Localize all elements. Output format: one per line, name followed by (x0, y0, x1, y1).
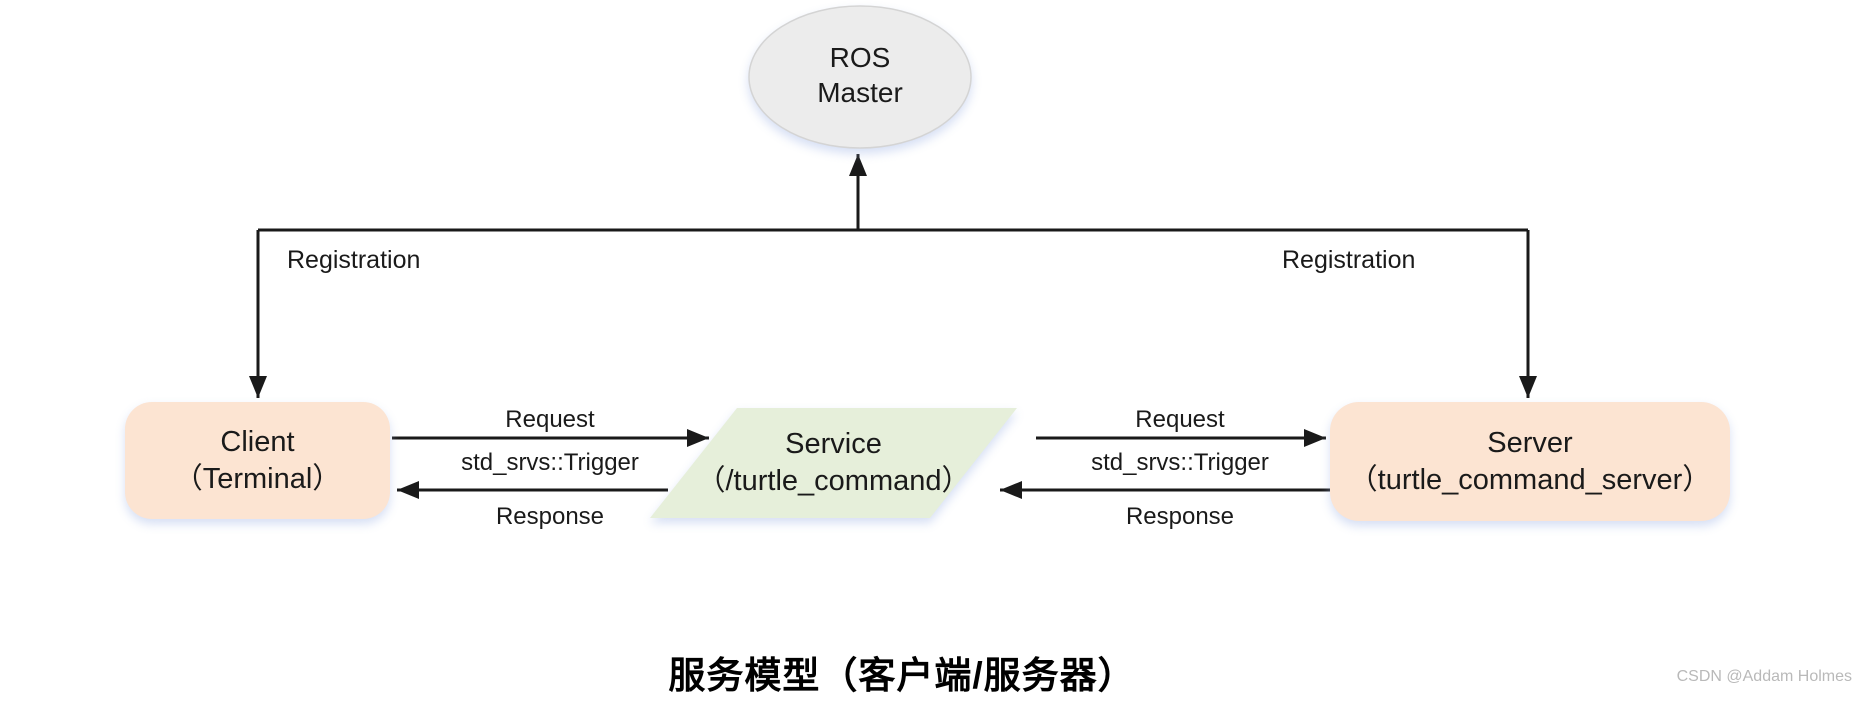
request-label-right: Request (1135, 406, 1225, 433)
service-label: Service （/turtle_command） (650, 408, 1017, 518)
response-label-right: Response (1125, 503, 1235, 530)
server-line2: （turtle_command_server） (1348, 463, 1712, 496)
server-line1: Server (1487, 426, 1573, 459)
ros-master-node (748, 5, 972, 149)
registration-label-left: Registration (287, 246, 421, 274)
response-label-left: Response (495, 503, 605, 530)
trigger-label-right: std_srvs::Trigger (1091, 449, 1269, 476)
ros-master-line2: Master (817, 77, 903, 108)
trigger-label-left: std_srvs::Trigger (461, 449, 639, 476)
service-line2: （/turtle_command） (696, 465, 971, 497)
client-node (125, 402, 390, 519)
client-line1: Client (220, 425, 295, 458)
diagram-title: 服务模型（客户端/服务器） (668, 655, 1136, 696)
ros-master-label: ROS Master (750, 40, 970, 110)
service-line1: Service (785, 428, 882, 460)
service-node (650, 408, 1017, 518)
ros-master-line1: ROS (829, 42, 891, 73)
request-label-left: Request (505, 406, 595, 433)
registration-label-right: Registration (1282, 246, 1416, 274)
client-label: Client （Terminal） (125, 402, 390, 519)
client-line2: （Terminal） (173, 462, 342, 495)
server-label: Server （turtle_command_server） (1330, 402, 1730, 521)
csdn-watermark: CSDN @Addam Holmes (1676, 668, 1852, 685)
server-node (1330, 402, 1730, 521)
